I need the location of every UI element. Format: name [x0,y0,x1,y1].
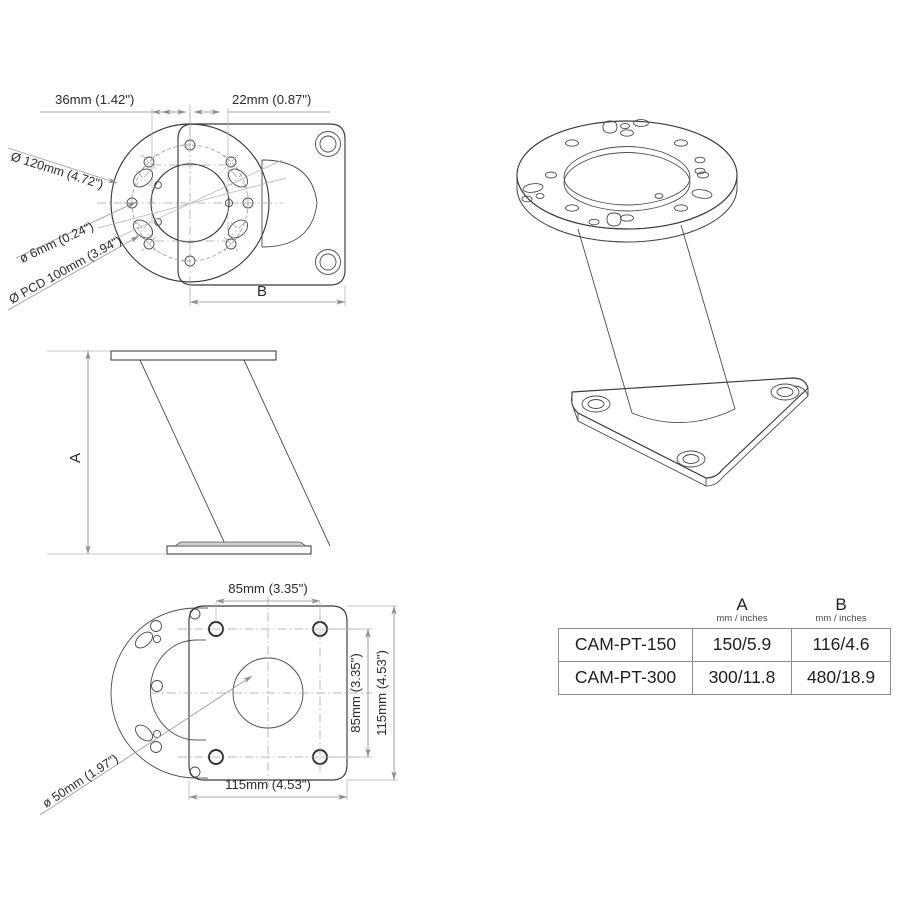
leader-label-50mm: ø 50mm (1.97") [40,751,121,810]
iso-bolt-hole-right [770,383,800,401]
spec-table-header-row: A mm / inches B mm / inches [559,596,891,628]
iso-tube [577,224,736,424]
iso-bolt-hole-front [676,450,706,468]
iso-top-flange [516,120,738,243]
cable-slot-se [227,219,249,239]
cell-model-2: CAM-PT-300 [558,660,693,695]
header-a-letter: A [736,595,748,614]
iso-flange-holes [521,119,713,227]
bottom-view-square-plate [188,605,348,781]
top-view-bolt-boss-lower [315,249,341,275]
header-model [559,596,693,628]
bottom-view-dim-85-width: 85mm (3.35") [215,581,321,622]
spec-table-body: CAM-PT-150 150/5.9 116/4.6 CAM-PT-300 30… [558,627,891,695]
side-view-tube [139,359,331,547]
dim-label-115mm-width: 115mm (4.53") [225,777,311,792]
top-view-pcd-holes [124,137,256,269]
side-elevation-view: A [47,350,331,555]
top-view-small-holes [154,181,234,226]
header-column-b: B mm / inches [792,596,891,628]
iso-base-plate [571,377,809,487]
top-view-leader-pcd: Ø PCD 100mm (3.94") [7,233,140,311]
dim-label-85mm-height: 85mm (3.35") [348,653,363,732]
spec-table-head: A mm / inches B mm / inches [559,596,891,628]
isometric-view [516,119,809,487]
top-view-tube-projection [261,159,318,248]
bottom-view-center-lines [150,596,372,792]
bottom-view-dim-115-width: 115mm (4.53") [188,777,348,800]
dim-label-22mm: 22mm (0.87") [232,92,311,107]
cell-a-1: 150/5.9 [692,627,792,662]
cell-b-1: 116/4.6 [791,627,891,662]
pcd-hole-left [124,195,140,211]
cell-model-1: CAM-PT-150 [558,627,693,662]
iso-bolt-hole-left [581,395,611,413]
top-plan-view: 36mm (1.42") 22mm (0.87") B Ø 120mm (4.7… [7,92,346,311]
pcd-hole-ne [223,154,239,170]
table-row: CAM-PT-150 150/5.9 116/4.6 [558,627,891,662]
header-b-letter: B [835,595,847,614]
top-view-bolt-boss-upper [315,131,341,157]
header-b-unit: mm / inches [815,613,867,624]
top-view-leader-120mm: Ø 120mm (4.72") [7,147,118,192]
spec-table-element: A mm / inches B mm / inches CAM-PT-150 1… [558,596,891,695]
bottom-view-dim-115-height: 115mm (4.53") [347,605,398,781]
top-view-dimension-b: B [189,283,346,306]
side-view-base-plate [166,541,312,555]
specification-table: A mm / inches B mm / inches CAM-PT-150 1… [558,596,891,695]
dim-label-b: B [257,283,267,300]
side-view-top-flange [110,350,277,361]
table-row: CAM-PT-300 300/11.8 480/18.9 [558,660,891,695]
leader-label-120mm: Ø 120mm (4.72") [9,150,105,192]
pcd-hole-bottom [182,253,198,269]
iso-base-bolt-holes [581,383,800,468]
bottom-view-dim-85-height: 85mm (3.35") [320,628,372,758]
cell-a-2: 300/11.8 [692,660,792,695]
top-view-diagonal-construction [97,159,287,247]
dim-label-36mm: 36mm (1.42") [55,92,134,107]
dim-label-85mm-width: 85mm (3.35") [228,581,307,596]
side-view-dimension-a: A [47,350,167,555]
header-column-a: A mm / inches [693,596,792,628]
pcd-hole-sw [141,236,157,252]
cable-slot-ne [227,168,249,188]
top-view-horizontal-dimensions: 36mm (1.42") 22mm (0.87") [40,92,330,170]
pcd-hole-nw [141,154,157,170]
bottom-view-round-flange [110,607,208,779]
dim-label-115mm-height: 115mm (4.53") [374,650,389,736]
pcd-hole-se [223,236,239,252]
dim-label-a: A [67,453,84,463]
pcd-hole-right [240,195,256,211]
bottom-plan-view: ø 50mm (1.97") 85mm (3.35") 115mm (4.53"… [39,581,398,816]
cell-b-2: 480/18.9 [791,660,891,695]
top-view-base-plate [177,123,346,286]
bottom-view-leader-50mm: ø 50mm (1.97") [39,675,253,816]
cable-slot-nw [132,168,154,188]
header-a-unit: mm / inches [716,613,768,624]
